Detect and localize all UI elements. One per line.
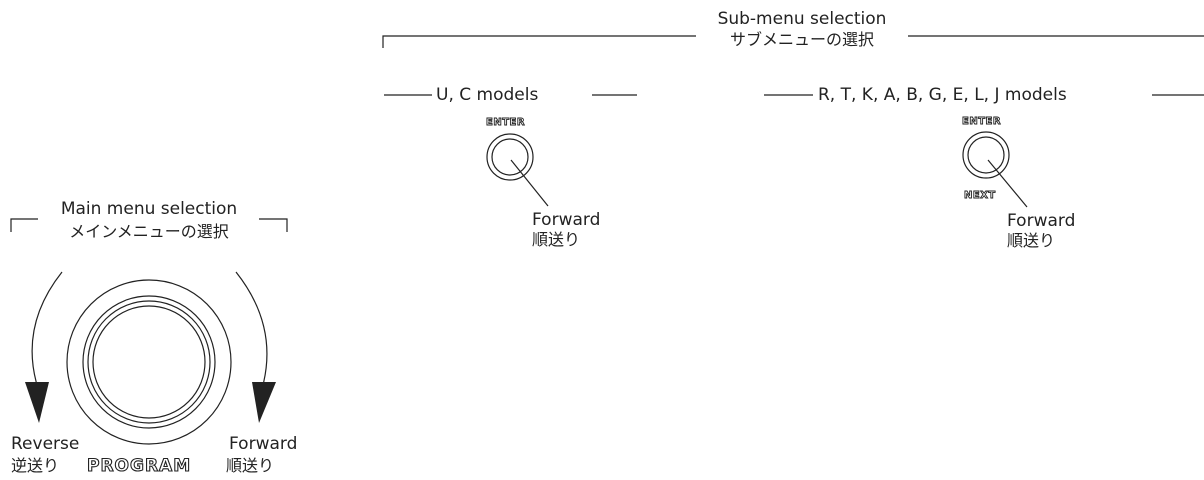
- program-knob-middle-ring: [82, 295, 216, 429]
- main-forward-label-jp: 順送り: [226, 456, 275, 475]
- main-menu-title: Main menu selection: [60, 199, 238, 219]
- sub-menu-title-jp: サブメニューの選択: [729, 30, 874, 49]
- program-knob-inner-ring: [87, 300, 211, 424]
- enter-next-button-outer-ring: [962, 131, 1010, 179]
- main-menu-title-jp: メインメニューの選択: [69, 222, 229, 241]
- reverse-arrow-head: [25, 382, 49, 423]
- program-knob-label: PROGRAM: [86, 455, 192, 476]
- sub-menu-bracket-left: [382, 35, 696, 48]
- enter-next-button-leader-line: [987, 159, 1028, 208]
- main-menu-bracket-left: [10, 218, 38, 232]
- other-models-label: R, T, K, A, B, G, E, L, J models: [818, 85, 1067, 105]
- enter-button-label: ENTER: [486, 117, 526, 129]
- forward-arrow-head: [252, 382, 276, 423]
- uc-forward-label: Forward: [532, 210, 601, 230]
- enter-next-button-label-top: ENTER: [962, 116, 1002, 128]
- program-knob-cap: [92, 305, 206, 419]
- other-forward-label: Forward: [1007, 211, 1076, 231]
- enter-button-inner-ring: [491, 138, 529, 176]
- enter-button-outer-ring: [486, 133, 534, 181]
- program-knob-outer-ring: [66, 279, 232, 445]
- reverse-arrow-arc: [31, 271, 63, 386]
- enter-button-leader-line: [510, 159, 549, 207]
- enter-next-button-inner-ring: [967, 136, 1005, 174]
- enter-next-button-label-bottom: NEXT: [964, 190, 996, 202]
- reverse-label-jp: 逆送り: [11, 456, 60, 475]
- reverse-label: Reverse: [11, 434, 80, 454]
- sub-menu-title: Sub-menu selection: [717, 9, 887, 29]
- uc-models-label: U, C models: [436, 85, 539, 105]
- main-menu-bracket-right: [259, 218, 288, 232]
- uc-forward-label-jp: 順送り: [532, 230, 581, 249]
- main-forward-label: Forward: [229, 434, 298, 454]
- forward-arrow-arc: [235, 271, 268, 386]
- other-forward-label-jp: 順送り: [1007, 231, 1056, 250]
